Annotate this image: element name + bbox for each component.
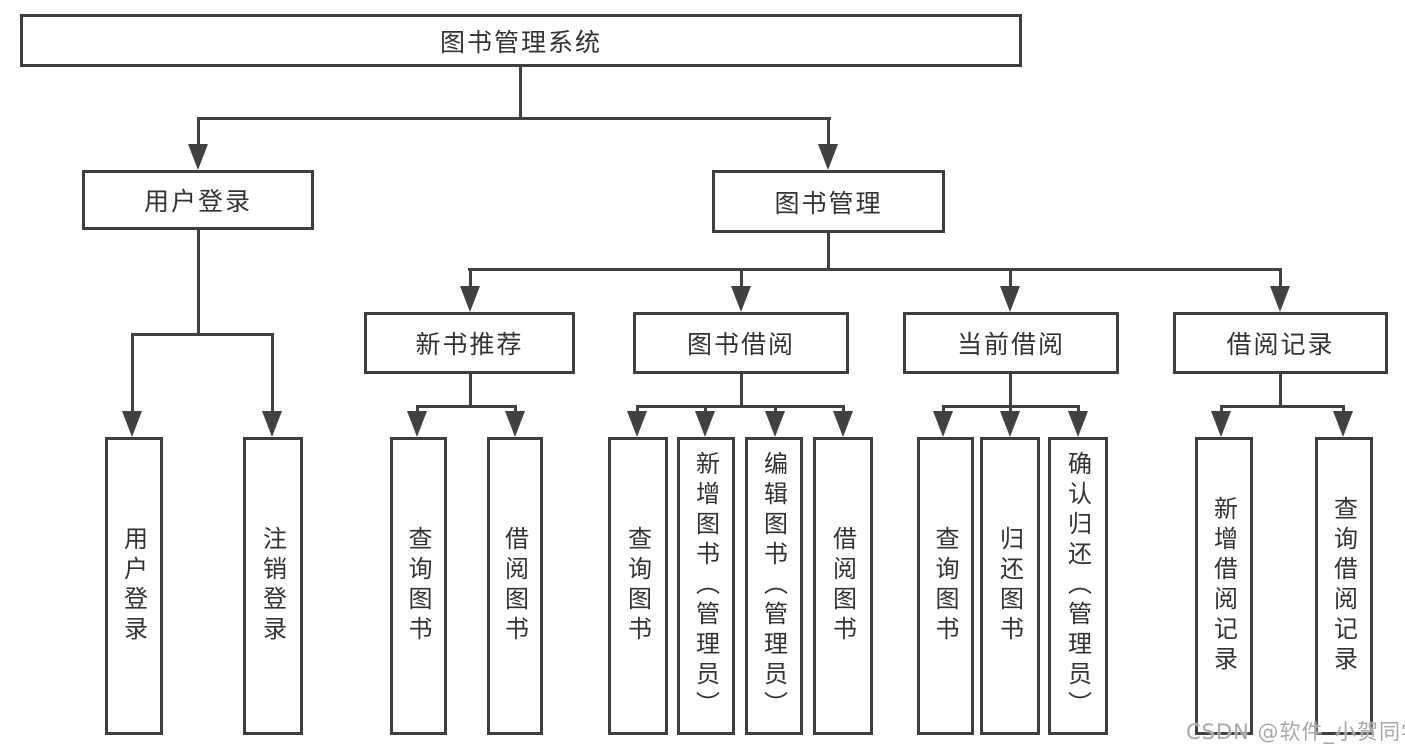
node-book-mgmt-label: 图书管理 — [774, 188, 883, 218]
arrowhead-leaf-cb-confirm — [1068, 411, 1088, 437]
leaf-newbooks-borrow-books: 借阅图书 — [487, 437, 543, 735]
node-new-books-label: 新书推荐 — [415, 330, 524, 359]
connector-leaf-cb-confirm-drop — [1077, 405, 1080, 415]
leaf-borrow-add-books-admin: 新增图书（管理员） — [677, 437, 735, 735]
connector-book-mgmt-drop — [827, 117, 830, 146]
leaf-records-add-record-label: 新增借阅记录 — [1209, 496, 1238, 676]
arrowhead-leaf-nb-query — [407, 411, 427, 437]
node-user-login: 用户登录 — [82, 170, 314, 230]
connector-book-borrow-drop — [740, 268, 743, 290]
node-current-borrow: 当前借阅 — [903, 312, 1119, 374]
leaf-borrow-add-books-admin-label: 新增图书（管理员） — [691, 451, 720, 721]
leaf-newbooks-query-books: 查询图书 — [390, 437, 447, 735]
connector-root-stem — [519, 66, 522, 118]
leaf-current-return-books: 归还图书 — [980, 437, 1040, 735]
arrowhead-leaf-logout — [262, 411, 282, 437]
connector-leaf-bb-add-drop — [704, 405, 707, 415]
watermark: CSDN @软件_小贺同学 — [1186, 720, 1405, 744]
node-borrow-records-label: 借阅记录 — [1226, 330, 1335, 359]
node-user-login-label: 用户登录 — [143, 187, 252, 216]
connector-leaf-cb-query-drop — [942, 405, 945, 415]
arrowhead-leaf-bb-borrow — [833, 411, 853, 437]
connector-borrow-records-drop — [1279, 268, 1282, 290]
leaf-borrow-query-books-label: 查询图书 — [623, 526, 652, 646]
node-book-mgmt: 图书管理 — [712, 170, 945, 233]
node-new-books: 新书推荐 — [364, 312, 575, 374]
connector-book-mgmt-stem — [827, 233, 830, 271]
arrowhead-user-login — [188, 144, 208, 170]
connector-user-login-stem — [197, 230, 200, 335]
leaf-borrow-borrow-books-label: 借阅图书 — [828, 526, 857, 646]
leaf-current-return-books-label: 归还图书 — [995, 526, 1024, 646]
leaf-borrow-query-books: 查询图书 — [608, 437, 668, 735]
leaf-records-query-record: 查询借阅记录 — [1315, 437, 1373, 735]
node-root-system: 图书管理系统 — [20, 14, 1022, 67]
connector-book-borrow-stem — [740, 374, 743, 407]
connector-leaf-nb-borrow-drop — [514, 405, 517, 415]
arrowhead-leaf-br-add — [1211, 411, 1231, 437]
leaf-logout-label: 注销登录 — [258, 526, 287, 646]
node-current-borrow-label: 当前借阅 — [956, 330, 1065, 359]
connector-leaf-br-query-drop — [1342, 405, 1345, 415]
leaf-user-login: 用户登录 — [105, 437, 163, 735]
arrowhead-leaf-nb-borrow — [505, 411, 525, 437]
leaf-newbooks-query-books-label: 查询图书 — [404, 526, 432, 646]
node-book-borrow: 图书借阅 — [633, 312, 849, 374]
connector-current-borrow-drop — [1009, 268, 1012, 290]
connector-borrow-records-stem — [1279, 374, 1282, 407]
arrowhead-leaf-bb-query — [627, 411, 647, 437]
arrowhead-new-books — [460, 286, 480, 312]
connector-user-login-drop — [197, 117, 200, 146]
arrowhead-leaf-user-login — [122, 411, 142, 437]
connector-new-books-drop — [469, 268, 472, 290]
connector-new-books-split — [416, 405, 517, 408]
arrowhead-borrow-records — [1270, 286, 1290, 312]
connector-leaf-bb-query-drop — [636, 405, 639, 415]
connector-leaf-br-add-drop — [1220, 405, 1223, 415]
arrowhead-leaf-cb-query — [933, 411, 953, 437]
arrowhead-book-mgmt — [818, 144, 838, 170]
connector-leaf-bb-edit-drop — [774, 405, 777, 415]
leaf-current-confirm-return-admin-label: 确认归还（管理员） — [1063, 451, 1092, 721]
connector-level2-bus — [197, 117, 831, 120]
leaf-current-query-books: 查询图书 — [917, 437, 974, 735]
leaf-current-query-books-label: 查询图书 — [931, 526, 959, 646]
connector-user-login-split — [131, 333, 274, 336]
leaf-current-confirm-return-admin: 确认归还（管理员） — [1048, 437, 1108, 735]
node-borrow-records: 借阅记录 — [1173, 312, 1388, 374]
connector-leaf-cb-return-drop — [1009, 405, 1012, 415]
node-root-label: 图书管理系统 — [439, 27, 602, 57]
arrowhead-leaf-cb-return — [1000, 411, 1020, 437]
leaf-newbooks-borrow-books-label: 借阅图书 — [500, 526, 529, 646]
leaf-records-add-record: 新增借阅记录 — [1195, 437, 1253, 735]
arrowhead-leaf-bb-edit — [765, 411, 785, 437]
connector-book-borrow-split — [636, 405, 845, 408]
leaf-borrow-edit-books-admin: 编辑图书（管理员） — [745, 437, 803, 735]
arrowhead-book-borrow — [731, 286, 751, 312]
connector-leaf-logout-drop — [271, 333, 274, 411]
leaf-borrow-edit-books-admin-label: 编辑图书（管理员） — [759, 451, 788, 721]
connector-borrow-records-split — [1220, 405, 1345, 408]
connector-leaf-bb-borrow-drop — [842, 405, 845, 415]
leaf-user-login-label: 用户登录 — [119, 526, 148, 646]
arrowhead-leaf-bb-add — [695, 411, 715, 437]
arrowhead-leaf-br-query — [1333, 411, 1353, 437]
connector-new-books-stem — [469, 374, 472, 407]
connector-current-borrow-stem — [1009, 374, 1012, 407]
node-book-borrow-label: 图书借阅 — [686, 330, 795, 359]
leaf-logout: 注销登录 — [243, 437, 303, 735]
leaf-records-query-record-label: 查询借阅记录 — [1329, 496, 1358, 676]
arrowhead-current-borrow — [1000, 286, 1020, 312]
connector-leaf-nb-query-drop — [416, 405, 419, 415]
connector-level3-bus — [468, 268, 1282, 271]
leaf-borrow-borrow-books: 借阅图书 — [813, 437, 873, 735]
connector-leaf-user-login-drop — [131, 333, 134, 411]
